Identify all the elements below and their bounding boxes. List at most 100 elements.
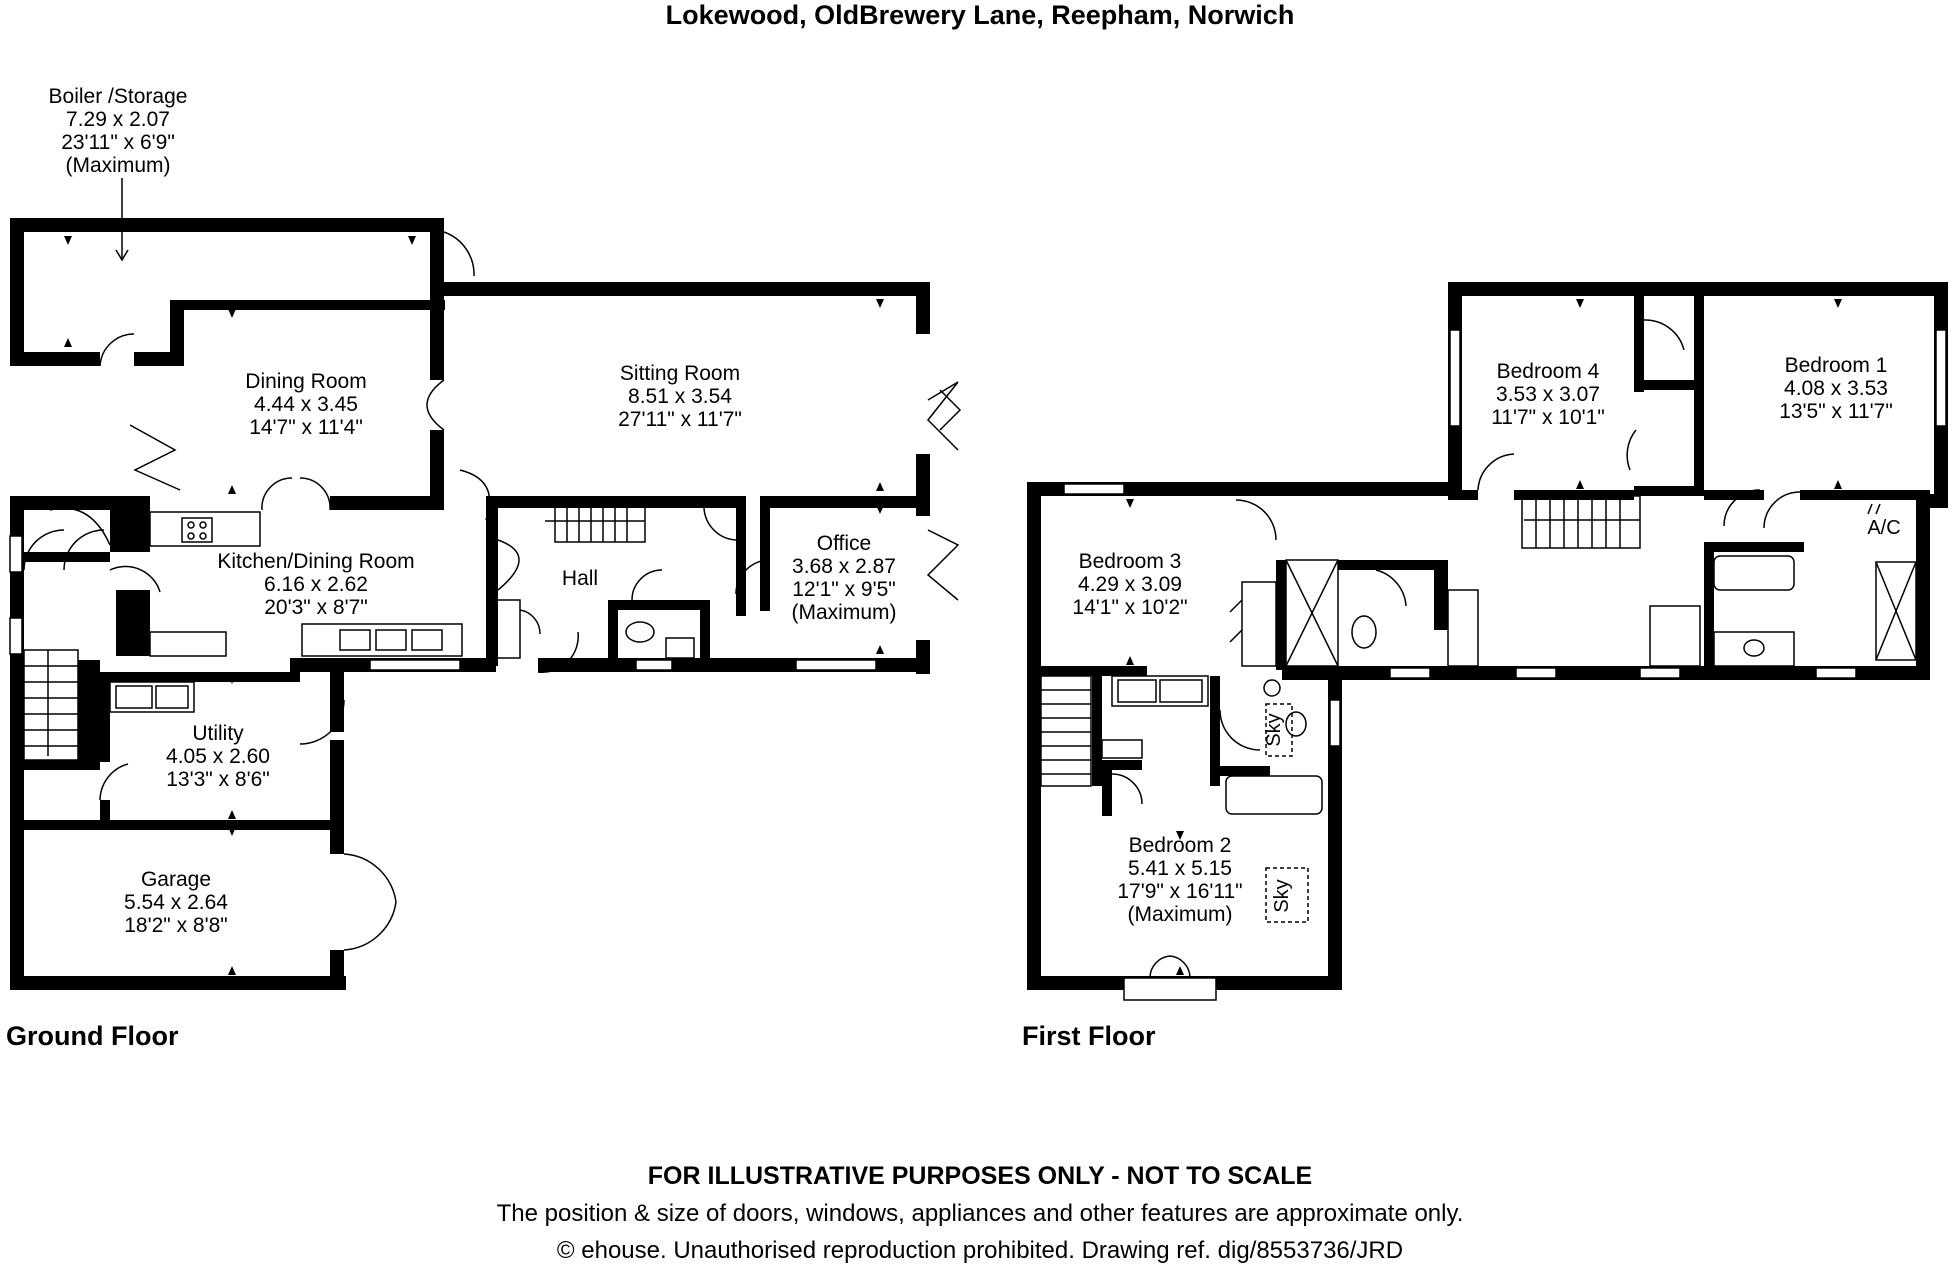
room-metric: 5.41 x 5.15	[1128, 857, 1232, 880]
window	[1935, 329, 1947, 427]
window	[795, 659, 877, 671]
room-metric: 7.29 x 2.07	[66, 108, 170, 131]
room-name: Sitting Room	[620, 362, 740, 385]
wall	[78, 660, 100, 760]
wall	[916, 282, 930, 334]
wall	[430, 282, 930, 296]
room-metric: 3.68 x 2.87	[792, 555, 896, 578]
wall	[1514, 490, 1634, 500]
door-swing	[49, 507, 111, 546]
room-bedroom1: Bedroom 1 4.08 x 3.53 13'5" x 11'7"	[1779, 354, 1893, 423]
toilet-icon	[1285, 711, 1307, 737]
wall	[1210, 766, 1270, 776]
room-metric: 3.53 x 3.07	[1496, 383, 1600, 406]
door-swing	[703, 507, 737, 541]
window	[1449, 329, 1461, 427]
room-name: Kitchen/Dining Room	[217, 550, 414, 573]
wall	[24, 760, 100, 770]
dimension-ticks	[64, 236, 1842, 975]
room-metric: 4.44 x 3.45	[254, 393, 358, 416]
room-sitting: Sitting Room 8.51 x 3.54 27'11" x 11'7"	[618, 362, 742, 431]
disclaimer-line2: © ehouse. Unauthorised reproduction proh…	[557, 1237, 1403, 1264]
window	[635, 659, 673, 671]
room-metric: 5.54 x 2.64	[124, 891, 228, 914]
wall	[1027, 666, 1147, 676]
bath-icon	[1225, 775, 1323, 815]
door-swing	[63, 529, 161, 593]
wall	[1634, 486, 1704, 496]
staircase	[1040, 675, 1092, 787]
room-metric: 4.29 x 3.09	[1078, 573, 1182, 596]
room-imperial: 14'1" x 10'2"	[1072, 596, 1187, 619]
door-swing	[631, 569, 663, 601]
wall	[736, 496, 746, 616]
window	[1389, 667, 1431, 679]
basin-icon	[1263, 679, 1281, 697]
window	[1815, 667, 1857, 679]
vanity	[1713, 631, 1795, 667]
first-floor-label: First Floor	[1022, 1021, 1156, 1051]
wall	[1282, 666, 1930, 680]
room-imperial: 18'2" x 8'8"	[124, 914, 228, 937]
room-imperial: 13'3" x 8'6"	[166, 768, 270, 791]
room-name: Bedroom 1	[1785, 354, 1888, 377]
door-swing	[99, 333, 135, 367]
wall	[10, 976, 346, 990]
worktop	[1101, 739, 1143, 759]
sink-icon	[301, 623, 463, 657]
room-boiler: Boiler /Storage 7.29 x 2.07 23'11" x 6'9…	[49, 85, 187, 262]
cupboard-door	[1229, 599, 1243, 643]
room-name: Office	[817, 532, 871, 555]
wall	[330, 826, 344, 854]
room-imperial: 20'3" x 8'7"	[264, 596, 368, 619]
room-name: Garage	[141, 868, 211, 891]
room-name: Hall	[562, 567, 598, 590]
wall	[24, 552, 110, 562]
double-door	[343, 853, 397, 951]
disclaimer-line1: The position & size of doors, windows, a…	[497, 1200, 1464, 1227]
room-imperial: 12'1" x 9'5"	[792, 578, 896, 601]
wall	[770, 496, 930, 508]
wall	[1338, 560, 1448, 570]
room-note: (Maximum)	[792, 601, 897, 624]
room-name: Dining Room	[245, 370, 366, 393]
room-utility: Utility 4.05 x 2.60 13'3" x 8'6"	[166, 722, 270, 791]
room-metric: 4.08 x 3.53	[1784, 377, 1888, 400]
wall	[1027, 482, 1041, 990]
disclaimer-heading: FOR ILLUSTRATIVE PURPOSES ONLY - NOT TO …	[648, 1162, 1312, 1190]
bifold-door	[129, 424, 181, 491]
wall	[100, 672, 110, 762]
staircase	[545, 499, 646, 543]
wall	[1210, 676, 1220, 786]
shower-icon	[1875, 561, 1917, 661]
window	[1515, 667, 1557, 679]
room-garage: Garage 5.54 x 2.64 18'2" x 8'8"	[124, 868, 228, 937]
wall	[100, 672, 300, 682]
room-imperial: 23'11" x 6'9"	[61, 131, 175, 154]
wall	[1102, 760, 1142, 770]
staircase	[23, 649, 79, 761]
bifold-door	[926, 381, 959, 451]
ground-floor-plan	[9, 218, 962, 990]
door-swing	[1375, 569, 1407, 607]
wall	[170, 300, 184, 366]
first-floor-plan: A/C	[1027, 282, 1948, 1001]
toilet-icon	[1351, 615, 1377, 649]
wall	[330, 496, 444, 510]
worktop	[149, 631, 227, 657]
ac-label: A/C	[1867, 517, 1900, 539]
room-office: Office 3.68 x 2.87 12'1" x 9'5" (Maximum…	[792, 532, 897, 624]
bifold-door	[926, 529, 960, 601]
skylight-label: Sky	[1263, 713, 1285, 746]
staircase	[1521, 495, 1641, 549]
door-swing	[1235, 499, 1277, 541]
wall	[100, 800, 110, 826]
vanity	[1447, 589, 1479, 667]
wall	[10, 218, 24, 366]
toilet-icon	[625, 621, 655, 643]
wall	[10, 826, 24, 986]
basin-icon	[665, 637, 695, 659]
wall	[1694, 282, 1704, 496]
door-swing	[1723, 489, 1761, 527]
